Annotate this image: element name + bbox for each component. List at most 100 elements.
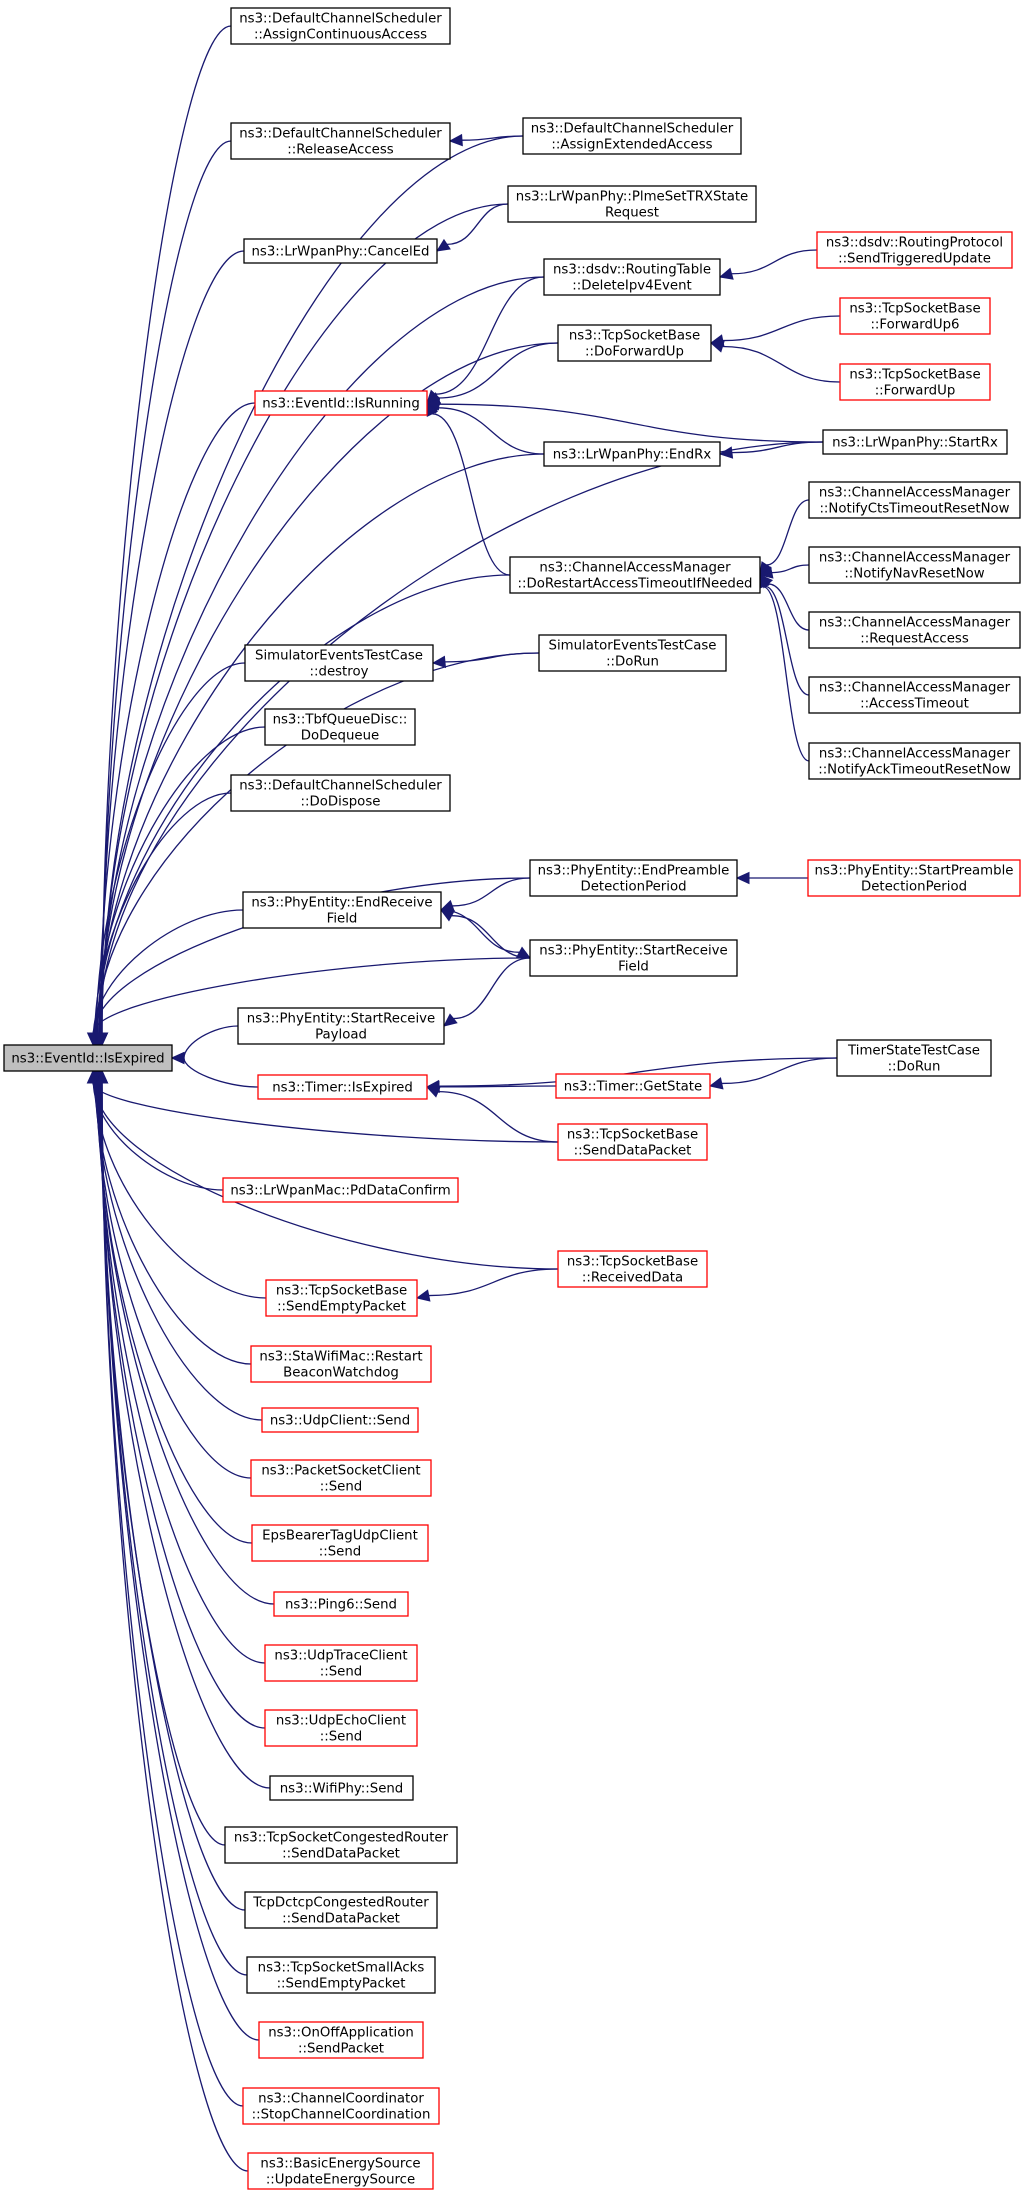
- node-label: DetectionPeriod: [580, 880, 686, 895]
- node-label: ::ForwardUp6: [870, 318, 959, 333]
- node-tstc-dorun[interactable]: TimerStateTestCase::DoRun: [836, 1039, 992, 1077]
- edge-cam_ack-to-cam_dorestart: [762, 585, 810, 762]
- node-tcp-receiveddata[interactable]: ns3::TcpSocketBase::ReceivedData: [557, 1250, 708, 1288]
- node-label: ns3::LrWpanPhy::PlmeSetTRXState: [516, 190, 748, 205]
- node-box: [839, 363, 991, 401]
- node-cam-nav[interactable]: ns3::ChannelAccessManager::NotifyNavRese…: [808, 546, 1021, 584]
- node-eps-send[interactable]: EpsBearerTagUdpClient::Send: [251, 1524, 429, 1562]
- edge-pe_startreceivefield-to-pe_startreceivepayload: [453, 957, 531, 1020]
- node-wifiphy-send[interactable]: ns3::WifiPhy::Send: [269, 1775, 414, 1801]
- node-timer-isexpired[interactable]: ns3::Timer::IsExpired: [257, 1074, 428, 1100]
- node-root[interactable]: ns3::EventId::IsExpired: [3, 1044, 173, 1072]
- node-label: SimulatorEventsTestCase: [255, 649, 423, 664]
- node-label: Field: [327, 912, 358, 927]
- node-label: ns3::Timer::IsExpired: [272, 1081, 413, 1096]
- node-label: ns3::ChannelAccessManager: [819, 616, 1011, 631]
- edge-wifiphy_send-to-root: [99, 1082, 271, 1789]
- node-lrphy-canceled[interactable]: ns3::LrWpanPhy::CancelEd: [243, 238, 438, 264]
- edge-dcs_release-to-root: [101, 140, 232, 1034]
- edge-lrphy_endrx-to-isrunning: [437, 407, 545, 455]
- edge-lrphy_plme-to-root: [100, 203, 509, 1034]
- node-udpclient-send[interactable]: ns3::UdpClient::Send: [261, 1407, 419, 1433]
- node-setc-dorun[interactable]: SimulatorEventsTestCase::DoRun: [538, 634, 727, 672]
- node-tcp-sendempty[interactable]: ns3::TcpSocketBase::SendEmptyPacket: [265, 1279, 418, 1317]
- node-lrphy-endrx[interactable]: ns3::LrWpanPhy::EndRx: [543, 441, 721, 467]
- node-label: ::NotifyNavResetNow: [844, 567, 984, 582]
- arrowhead-timer_isexpired-to-root: [170, 1051, 185, 1065]
- node-psc-send[interactable]: ns3::PacketSocketClient::Send: [250, 1459, 432, 1497]
- node-tdcr-senddata[interactable]: TcpDctcpCongestedRouter::SendDataPacket: [244, 1891, 438, 1929]
- node-isrunning[interactable]: ns3::EventId::IsRunning: [254, 390, 428, 416]
- node-label: ns3::TcpSocketBase: [849, 302, 980, 317]
- node-dsdv-delete[interactable]: ns3::dsdv::RoutingTable::DeleteIpv4Event: [543, 258, 721, 296]
- node-cam-dorestart[interactable]: ns3::ChannelAccessManager::DoRestartAcce…: [509, 556, 761, 594]
- node-label: ::DoForwardUp: [585, 345, 684, 360]
- node-dcs-assignext[interactable]: ns3::DefaultChannelScheduler::AssignExte…: [522, 117, 742, 155]
- node-bes-update[interactable]: ns3::BasicEnergySource::UpdateEnergySour…: [247, 2152, 434, 2190]
- node-box: [244, 644, 434, 682]
- node-udpecho-send[interactable]: ns3::UdpEchoClient::Send: [264, 1709, 418, 1747]
- node-pe-endpreamble[interactable]: ns3::PhyEntity::EndPreambleDetectionPeri…: [529, 859, 738, 897]
- edge-isrunning-to-root: [98, 402, 256, 1034]
- node-cam-request[interactable]: ns3::ChannelAccessManager::RequestAccess: [808, 611, 1021, 649]
- node-onoff-send[interactable]: ns3::OnOffApplication::SendPacket: [258, 2021, 424, 2059]
- node-tscr-senddata[interactable]: ns3::TcpSocketCongestedRouter::SendDataP…: [224, 1826, 458, 1864]
- node-dcs-assigncont[interactable]: ns3::DefaultChannelScheduler::AssignCont…: [230, 7, 451, 45]
- edge-tcp_doforwardup-to-isrunning: [437, 342, 559, 399]
- node-dcs-dispose[interactable]: ns3::DefaultChannelScheduler::DoDispose: [230, 774, 451, 812]
- node-tbf-dequeue[interactable]: ns3::TbfQueueDisc::DoDequeue: [264, 708, 416, 746]
- node-label: ::RequestAccess: [860, 632, 969, 647]
- node-tcp-forwardup6[interactable]: ns3::TcpSocketBase::ForwardUp6: [839, 297, 991, 335]
- node-lrmac-pddata[interactable]: ns3::LrWpanMac::PdDataConfirm: [222, 1177, 459, 1203]
- node-box: [246, 1956, 436, 1994]
- node-tcp-forwardup[interactable]: ns3::TcpSocketBase::ForwardUp: [839, 363, 991, 401]
- edge-tcp_forwardup-to-tcp_doforwardup: [722, 345, 841, 383]
- node-udptrace-send[interactable]: ns3::UdpTraceClient::Send: [264, 1644, 418, 1682]
- node-lrphy-startrx[interactable]: ns3::LrWpanPhy::StartRx: [822, 429, 1008, 455]
- node-cc-stop[interactable]: ns3::ChannelCoordinator::StopChannelCoor…: [242, 2087, 440, 2125]
- node-label: ::destroy: [310, 665, 369, 680]
- node-box: [247, 2152, 434, 2190]
- arrowhead-pe_startreceivefield-to-pe_startreceivepayload: [443, 1013, 458, 1027]
- edge-sta_restart-to-root: [94, 1082, 252, 1365]
- arrowhead-setc_dorun-to-setc_destroy: [431, 655, 447, 669]
- node-setc-destroy[interactable]: SimulatorEventsTestCase::destroy: [244, 644, 434, 682]
- node-label: ::Send: [320, 1480, 362, 1495]
- node-label: ::AssignExtendedAccess: [551, 138, 712, 153]
- node-dsdv-sendtrig[interactable]: ns3::dsdv::RoutingProtocol::SendTriggere…: [816, 231, 1013, 269]
- node-cam-timeout[interactable]: ns3::ChannelAccessManager::AccessTimeout: [808, 676, 1021, 714]
- node-label: ns3::PhyEntity::StartReceive: [247, 1012, 435, 1027]
- node-box: [230, 774, 451, 812]
- node-tcp-senddata[interactable]: ns3::TcpSocketBase::SendDataPacket: [557, 1123, 708, 1161]
- node-label: SimulatorEventsTestCase: [549, 639, 717, 654]
- node-label: ns3::LrWpanPhy::StartRx: [832, 436, 998, 451]
- edge-pe_endpreamble-to-root: [93, 877, 531, 1034]
- edge-tdcr_senddata-to-root: [100, 1082, 246, 1911]
- node-label: ::DoDispose: [301, 795, 381, 810]
- node-box: [3, 1044, 173, 1072]
- node-label: ::SendDataPacket: [282, 1847, 400, 1862]
- node-box: [237, 1007, 445, 1045]
- node-tssa-sendempty[interactable]: ns3::TcpSocketSmallAcks::SendEmptyPacket: [246, 1956, 436, 1994]
- edge-cam_cts-to-cam_dorestart: [766, 499, 810, 566]
- node-box: [538, 634, 727, 672]
- node-tcp-doforwardup[interactable]: ns3::TcpSocketBase::DoForwardUp: [557, 324, 712, 362]
- node-label: ns3::dsdv::RoutingTable: [553, 263, 711, 278]
- arrowhead-tcp_receiveddata-to-tcp_sendempty: [415, 1289, 431, 1302]
- node-ping6-send[interactable]: ns3::Ping6::Send: [273, 1591, 409, 1617]
- node-label: ::Send: [320, 1665, 362, 1680]
- node-cam-ack[interactable]: ns3::ChannelAccessManager::NotifyAckTime…: [808, 742, 1021, 780]
- node-label: ns3::EventId::IsRunning: [262, 397, 420, 412]
- node-label: ns3::ChannelAccessManager: [819, 681, 1011, 696]
- node-box: [265, 1279, 418, 1317]
- node-box: [273, 1591, 409, 1617]
- node-cam-cts[interactable]: ns3::ChannelAccessManager::NotifyCtsTime…: [808, 481, 1021, 519]
- node-timer-getstate[interactable]: ns3::Timer::GetState: [555, 1073, 711, 1099]
- node-pe-startpreamble[interactable]: ns3::PhyEntity::StartPreambleDetectionPe…: [807, 859, 1021, 897]
- node-dcs-release[interactable]: ns3::DefaultChannelScheduler::ReleaseAcc…: [230, 122, 451, 160]
